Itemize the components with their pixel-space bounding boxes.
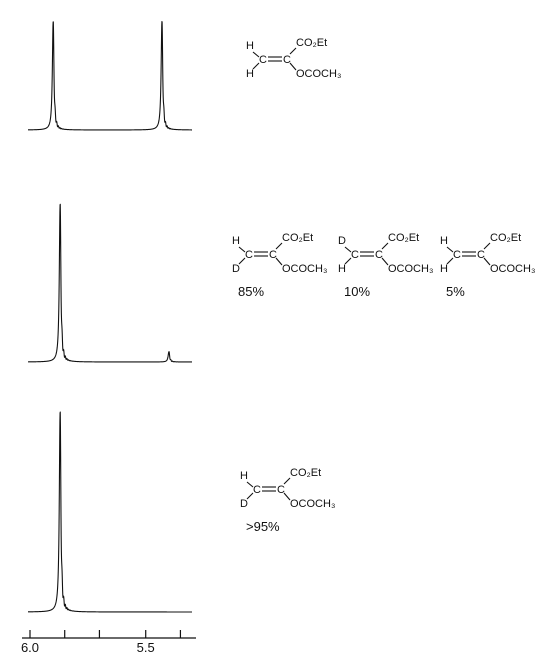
atom-top-right: CO₂Et bbox=[388, 232, 419, 244]
atom-carbon-right: C bbox=[277, 484, 285, 496]
x-tick-label: 5.5 bbox=[137, 640, 155, 655]
atom-top-right: CO₂Et bbox=[296, 37, 327, 49]
atom-bottom-left: H bbox=[440, 263, 448, 275]
atom-bottom-right: OCOCH₃ bbox=[388, 263, 433, 275]
spectrum-trace-3 bbox=[27, 411, 193, 613]
atom-top-left: H bbox=[232, 235, 240, 247]
atom-bottom-left: D bbox=[240, 498, 248, 510]
bond-top-left bbox=[446, 246, 454, 253]
atom-bottom-left: D bbox=[232, 263, 240, 275]
isomer-percent: 10% bbox=[344, 284, 370, 299]
bond-top-right bbox=[381, 242, 389, 250]
bond-top-left bbox=[246, 481, 254, 488]
spectra-layer bbox=[27, 20, 193, 613]
atom-top-left: H bbox=[246, 40, 254, 52]
bond-bottom-right bbox=[289, 62, 297, 71]
bond-top-right bbox=[283, 477, 291, 485]
bond-bottom-right bbox=[283, 492, 291, 501]
bond-bottom-right bbox=[275, 257, 283, 266]
atom-carbon-right: C bbox=[375, 249, 383, 261]
atom-top-right: CO₂Et bbox=[282, 232, 313, 244]
bond-bottom-left bbox=[238, 257, 246, 265]
bond-top-left bbox=[252, 51, 260, 58]
atom-top-right: CO₂Et bbox=[490, 232, 521, 244]
atom-bottom-right: OCOCH₃ bbox=[490, 263, 535, 275]
bond-bottom-left bbox=[252, 62, 260, 70]
atom-top-left: H bbox=[440, 235, 448, 247]
atom-top-right: CO₂Et bbox=[290, 467, 321, 479]
atom-carbon-left: C bbox=[453, 249, 461, 261]
atom-bottom-right: OCOCH₃ bbox=[282, 263, 327, 275]
x-tick-label: 6.0 bbox=[21, 640, 39, 655]
atom-top-left: H bbox=[240, 470, 248, 482]
isomer-percent: 5% bbox=[446, 284, 465, 299]
bond-bottom-right bbox=[483, 257, 491, 266]
bond-bottom-left bbox=[246, 492, 254, 500]
atom-bottom-right: OCOCH₃ bbox=[290, 498, 335, 510]
bond-bottom-left bbox=[446, 257, 454, 265]
atom-carbon-right: C bbox=[269, 249, 277, 261]
atom-bottom-left: H bbox=[246, 68, 254, 80]
atom-carbon-left: C bbox=[351, 249, 359, 261]
atom-top-left: D bbox=[338, 235, 346, 247]
bond-top-left bbox=[344, 246, 352, 253]
atom-bottom-left: H bbox=[338, 263, 346, 275]
atom-carbon-right: C bbox=[283, 54, 291, 66]
atom-carbon-left: C bbox=[245, 249, 253, 261]
atom-carbon-left: C bbox=[253, 484, 261, 496]
bond-top-right bbox=[483, 242, 491, 250]
spectrum-trace-2 bbox=[27, 203, 193, 363]
isomer-percent: 85% bbox=[238, 284, 264, 299]
bond-top-left bbox=[238, 246, 246, 253]
isomer-percent: >95% bbox=[246, 519, 280, 534]
bond-bottom-left bbox=[344, 257, 352, 265]
bond-bottom-right bbox=[381, 257, 389, 266]
spectrum-trace-1 bbox=[27, 20, 193, 131]
x-axis: 6.0 5.5 bbox=[21, 630, 196, 655]
atom-bottom-right: OCOCH₃ bbox=[296, 68, 341, 80]
atom-carbon-right: C bbox=[477, 249, 485, 261]
bond-top-right bbox=[289, 47, 297, 55]
atom-carbon-left: C bbox=[259, 54, 267, 66]
bond-top-right bbox=[275, 242, 283, 250]
